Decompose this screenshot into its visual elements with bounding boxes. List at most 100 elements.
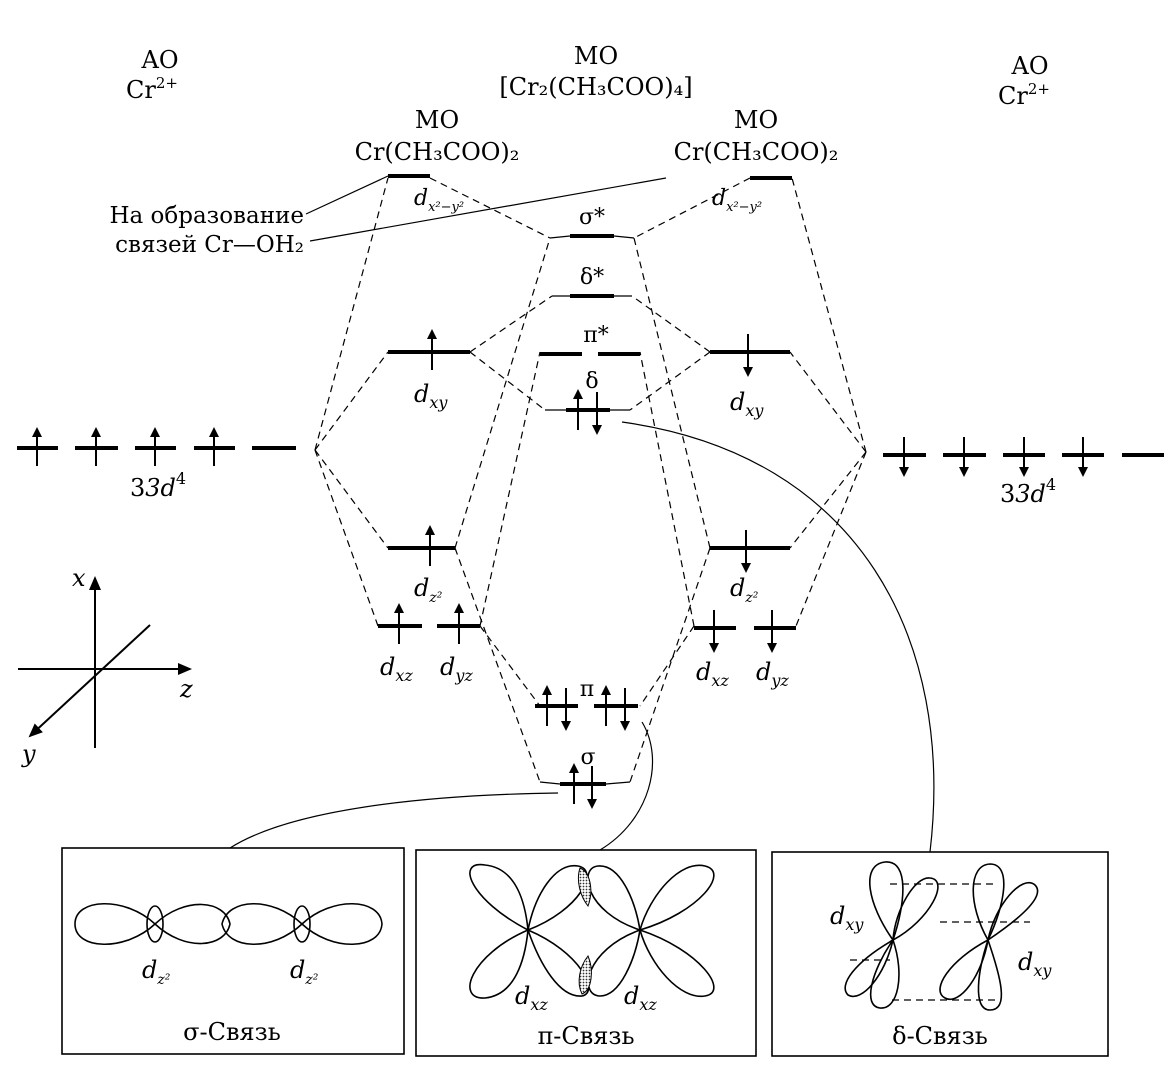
label-dxz-left: xz [395, 666, 413, 685]
panel-sigma-caption: σ-Связь [183, 1018, 281, 1046]
panel-sigma-orb1: z² [156, 972, 170, 988]
label-delta-star: δ* [580, 265, 604, 290]
header-ao-left: AO Cr2+ [126, 46, 178, 104]
ao-right-charge: 2+ [1028, 80, 1050, 98]
label-dyz-left: yz [454, 666, 473, 685]
header-mo-left: MO Cr(CH₃COO)₂ [355, 106, 520, 166]
panel-delta-orb1: xy [845, 915, 864, 934]
svg-text:33d4: 33d4 [130, 469, 186, 502]
ao-right-title: AO [1010, 52, 1048, 80]
ao-left-sup: 4 [176, 469, 186, 488]
svg-text:dz²: dz² [414, 574, 443, 606]
mo-right-formula: Cr(CH₃COO)₂ [674, 138, 839, 166]
panel-delta-caption: δ-Связь [892, 1022, 988, 1050]
svg-text:dxz: dxz [380, 653, 413, 685]
torus-left [146, 905, 164, 943]
annotation-line-1: На образование [109, 203, 304, 229]
label-pi: π [580, 677, 594, 702]
callout-sigma [229, 792, 559, 849]
header-mo-center: MO [Cr₂(CH₃COO)₄] [499, 42, 692, 101]
ao-left-label: 3d [145, 474, 176, 502]
svg-text:dxz: dxz [515, 982, 548, 1014]
ao-left-charge: 2+ [156, 74, 178, 92]
panel-pi-caption: π-Связь [537, 1022, 634, 1050]
coordinate-axes: x z y [18, 564, 193, 768]
axis-y [28, 624, 151, 738]
lobe-right-inner [221, 903, 304, 945]
fragment-right: dx²−y² dxy dz² dxz dyz [694, 176, 796, 690]
callout-delta [621, 421, 935, 853]
label-delta: δ [585, 369, 598, 394]
svg-text:dyz: dyz [756, 658, 789, 690]
torus-right [293, 905, 311, 943]
svg-text:dxz: dxz [696, 658, 729, 690]
panel-delta-bond: dxy dxy δ-Связь [771, 851, 1109, 1057]
label-dyz-right: yz [770, 671, 789, 690]
annotation-cr-oh2: На образование связей Cr—OH₂ [109, 175, 667, 258]
label-dxz-right: xz [711, 671, 729, 690]
panel-delta-orb2: xy [1033, 961, 1052, 980]
svg-text:dz²: dz² [730, 574, 759, 606]
header-mo-right: MO Cr(CH₃COO)₂ [674, 106, 839, 166]
label-sigma: σ [580, 745, 595, 770]
fragment-left: dx²−y² dxy dz² dxz dyz [378, 174, 480, 685]
ao-left-levels: 33d4 [17, 427, 296, 502]
svg-text:dxy: dxy [414, 380, 448, 412]
panel-pi-bond: dxz dxz π-Связь [415, 849, 757, 1057]
lobe-left-inner [153, 903, 231, 945]
header-ao-right: AO Cr2+ [998, 52, 1050, 110]
label-sigma-star: σ* [579, 205, 605, 230]
panel-sigma-frame [61, 847, 405, 1055]
mo-left-title: MO [415, 106, 459, 134]
panel-sigma-bond: dz² dz² σ-Связь [61, 847, 405, 1055]
annotation-pointer-right [309, 177, 667, 242]
mo-left-formula: Cr(CH₃COO)₂ [355, 138, 520, 166]
ao-left-title: AO [140, 46, 178, 74]
axis-y-label: y [21, 740, 36, 768]
svg-text:dxy: dxy [730, 388, 764, 420]
dimer-mo-levels: σ* δ* π* δ π σ [535, 205, 640, 809]
axis-x-label: x [72, 564, 86, 592]
correlation-lines [314, 177, 867, 783]
svg-text:dxy: dxy [830, 902, 864, 934]
label-dx2y2-left: x²−y² [428, 200, 464, 215]
axis-z-label: z [179, 675, 193, 703]
ao-left-ion: Cr [126, 76, 156, 104]
svg-text:dyz: dyz [440, 653, 473, 685]
svg-text:dx²−y²: dx²−y² [712, 186, 762, 215]
panel-sigma-orb2: z² [304, 972, 318, 988]
svg-text:dxy: dxy [1018, 948, 1052, 980]
annotation-pointer-left [305, 175, 389, 215]
mo-center-title: MO [574, 42, 618, 70]
panel-pi-frame [415, 849, 757, 1057]
callout-curves [229, 421, 935, 853]
label-dz2-right: z² [744, 590, 758, 606]
ao-right-sup: 4 [1046, 475, 1056, 494]
callout-pi [599, 721, 654, 851]
svg-text:dxz: dxz [624, 982, 657, 1014]
label-dz2-left: z² [428, 590, 442, 606]
svg-text:dx²−y²: dx²−y² [414, 186, 464, 215]
label-dxy-left: xy [429, 393, 448, 412]
mo-center-formula: [Cr₂(CH₃COO)₄] [499, 73, 692, 101]
svg-text:dz²: dz² [290, 956, 319, 988]
svg-text:33d4: 33d4 [1000, 475, 1056, 508]
panel-pi-orb2: xz [639, 995, 657, 1014]
lobe-right-outer [300, 903, 383, 945]
label-pi-star: π* [583, 323, 608, 348]
mo-right-title: MO [734, 106, 778, 134]
ao-right-levels: 33d4 [883, 437, 1164, 508]
svg-text:Cr2+: Cr2+ [998, 80, 1050, 110]
panel-delta-frame [771, 851, 1109, 1057]
ao-right-ion: Cr [998, 82, 1028, 110]
label-dxy-right: xy [745, 401, 764, 420]
svg-text:Cr2+: Cr2+ [126, 74, 178, 104]
panel-pi-orb1: xz [530, 995, 548, 1014]
ao-right-label: 3d [1015, 480, 1046, 508]
svg-text:dz²: dz² [142, 956, 171, 988]
label-dx2y2-right: x²−y² [726, 200, 762, 215]
lobe-left-outer [74, 903, 157, 945]
annotation-line-2: связей Cr—OH₂ [115, 232, 304, 258]
